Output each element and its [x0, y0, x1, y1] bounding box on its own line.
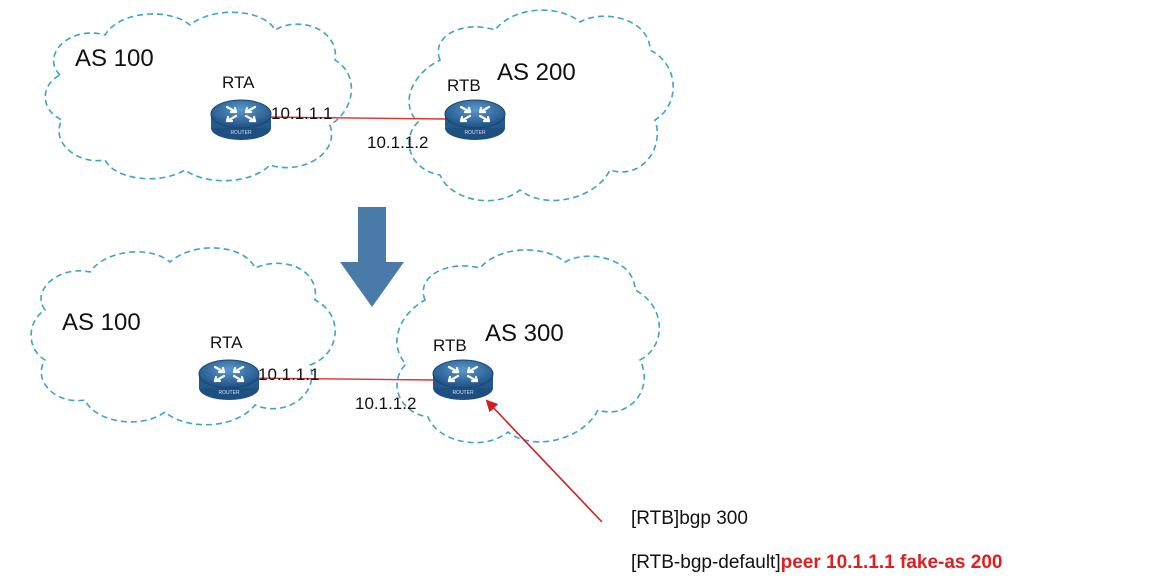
- link-bottom: [249, 377, 435, 381]
- as-label-top-left: AS 100: [75, 45, 154, 72]
- svg-text:ROUTER: ROUTER: [452, 390, 474, 396]
- router-icon-bottom-right: ROUTER: [431, 358, 495, 402]
- cloud-as100-bottom: [30, 247, 336, 426]
- router-label-bottom-left: RTA: [210, 333, 243, 352]
- router-label-bottom-right: RTB: [433, 336, 467, 355]
- svg-text:ROUTER: ROUTER: [218, 390, 240, 396]
- router-icon-top-left: ROUTER: [209, 98, 273, 142]
- svg-text:ROUTER: ROUTER: [230, 130, 252, 136]
- ip-label-top-right: 10.1.1.2: [367, 133, 428, 152]
- command-bgp: [RTB]bgp 300: [631, 508, 748, 529]
- router-icon-top-right: ROUTER: [443, 98, 507, 142]
- as-label-bottom-left: AS 100: [62, 309, 141, 336]
- cloud-as100-top: [44, 11, 353, 182]
- as-label-top-right: AS 200: [497, 59, 576, 86]
- ip-label-bottom-right: 10.1.1.2: [355, 394, 416, 413]
- router-label-top-right: RTB: [447, 76, 481, 95]
- router-icon-bottom-left: ROUTER: [197, 358, 261, 402]
- cloud-as300-bottom: [396, 249, 661, 444]
- ip-label-bottom-left: 10.1.1.1: [258, 365, 319, 384]
- cloud-as200-top: [408, 9, 674, 202]
- command-line-2: [RTB-bgp-default]peer 10.1.1.1 fake-as 2…: [631, 552, 1002, 574]
- command-peer-fake-as: peer 10.1.1.1 fake-as 200: [780, 552, 1003, 573]
- command-prompt: [RTB-bgp-default]: [631, 552, 781, 573]
- pointer-arrow: [485, 399, 603, 523]
- transition-arrow-down: [340, 207, 404, 307]
- link-top: [261, 116, 446, 120]
- svg-text:ROUTER: ROUTER: [464, 130, 486, 136]
- ip-label-top-left: 10.1.1.1: [271, 104, 332, 123]
- as-label-bottom-right: AS 300: [485, 320, 564, 347]
- command-line-1: [RTB]bgp 300: [631, 508, 748, 530]
- router-label-top-left: RTA: [222, 73, 255, 92]
